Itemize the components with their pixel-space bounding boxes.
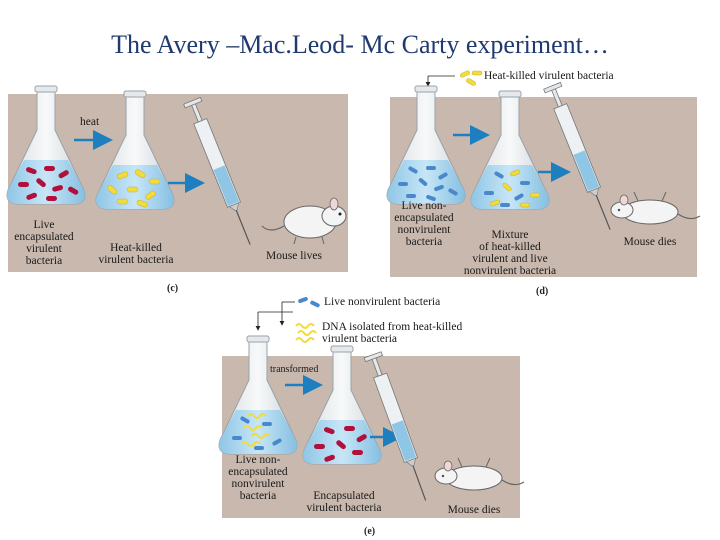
panel-d-legend-heat-killed: Heat-killed virulent bacteria: [484, 70, 614, 82]
panel-e-tag: (e): [364, 526, 376, 537]
panel-c-heat-label: heat: [80, 116, 100, 128]
panel-c-flask-virulent: [6, 85, 86, 205]
panel-d-flask-mixture: [470, 90, 550, 210]
panel-c-mouse: [261, 197, 347, 245]
panel-e-outcome-label: Mouse dies: [447, 504, 501, 516]
panel-d-mouse-dead: [610, 191, 701, 225]
panel-e-mouse-dead: [434, 457, 525, 491]
panel-d-syringe: [543, 81, 620, 234]
panel-c-tag: (c): [167, 283, 179, 294]
panel-c-flask-heat-killed: [95, 90, 175, 210]
panel-d-outcome-label: Mouse dies: [623, 236, 677, 248]
panel-c-outcome-label: Mouse lives: [266, 250, 322, 262]
panel-e-legend-dna-icon: [295, 323, 317, 343]
panel-e-transformed-label: transformed: [270, 364, 319, 375]
panel-e-flask-transformation: [218, 335, 298, 455]
panel-c-syringe: [183, 96, 260, 249]
panel-e-legend-nonvirulent: Live nonvirulent bacteria: [324, 296, 441, 308]
panel-e-syringe: [363, 351, 435, 505]
panel-d-tag: (d): [536, 286, 549, 297]
panel-d-flask-nonvirulent: [386, 85, 466, 205]
panel-e-legend-nonvirulent-icon: [298, 296, 320, 308]
panel-d-legend-heat-killed-icon: [460, 70, 483, 86]
panel-e-flask-encapsulated: [302, 345, 382, 465]
page-title: The Avery –Mac.Leod- Mc Carty experiment…: [111, 30, 609, 59]
